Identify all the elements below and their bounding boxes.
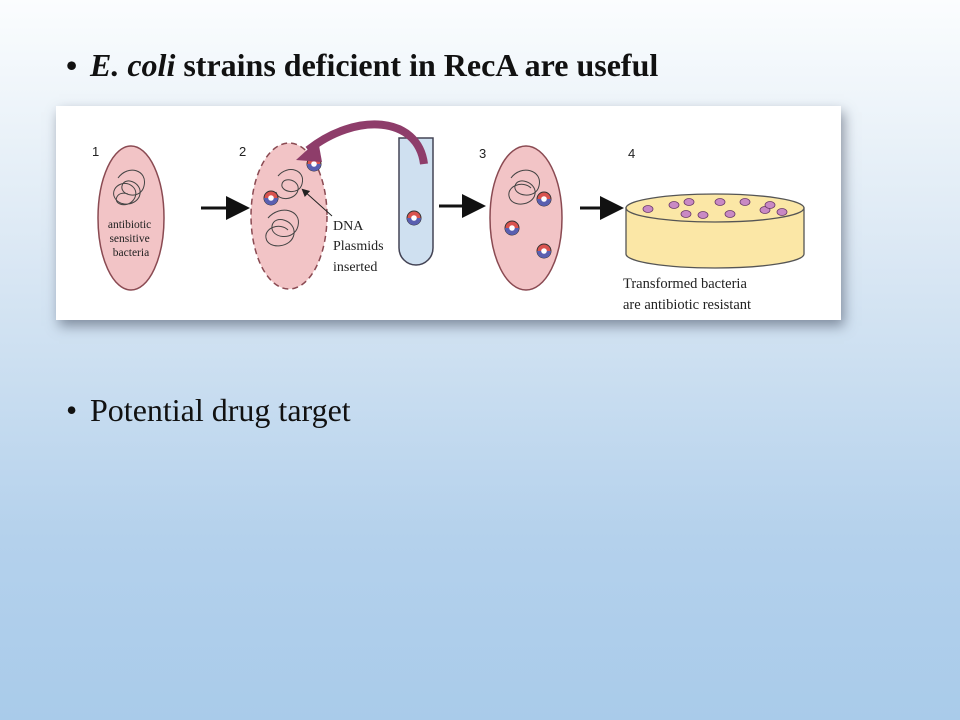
bacterium-cell-2 [250, 142, 333, 290]
plasmid-icon [536, 191, 552, 207]
plasmid-icon [504, 220, 520, 236]
bacterium-cell-3 [489, 145, 563, 291]
pointer-arrow [301, 188, 333, 217]
result-label: Transformed bacteria are antibiotic resi… [623, 276, 751, 313]
chromosome-icon [113, 169, 145, 206]
bullet-italic-text: E. coli [90, 47, 176, 83]
bullet-drug-target: • Potential drug target [66, 392, 351, 429]
bullet-text: strains deficient in RecA are useful [175, 47, 659, 83]
chromosome-icon [265, 209, 299, 247]
step-number-3: 3 [479, 146, 486, 161]
plasmid-icon [406, 210, 422, 226]
curved-transfer-arrow [296, 120, 428, 165]
plasmid-icon [263, 190, 279, 206]
petri-dish [625, 193, 805, 269]
step-number-2: 2 [239, 144, 246, 159]
bullet-text: Potential drug target [90, 392, 351, 428]
transformation-diagram-svg: 1 2 3 4 antibiotic sensitive bacteria [92, 120, 805, 313]
colony-dots [642, 198, 788, 219]
bullet-recA-strains: • E. coli strains deficient in RecA are u… [66, 47, 658, 84]
bullet-marker: • [66, 47, 78, 83]
chromosome-icon [508, 169, 540, 205]
bullet-marker: • [66, 392, 78, 428]
chromosome-icon [275, 169, 304, 199]
plasmid-label: DNA Plasmids inserted [333, 219, 387, 275]
transformation-diagram: 1 2 3 4 antibiotic sensitive bacteria [56, 106, 841, 320]
bacterium-cell-1: antibiotic sensitive bacteria [97, 145, 165, 291]
step-number-4: 4 [628, 146, 635, 161]
test-tube [398, 137, 434, 266]
cell1-label: antibiotic sensitive bacteria [108, 219, 154, 259]
plasmid-icon [536, 243, 552, 259]
step-number-1: 1 [92, 144, 99, 159]
